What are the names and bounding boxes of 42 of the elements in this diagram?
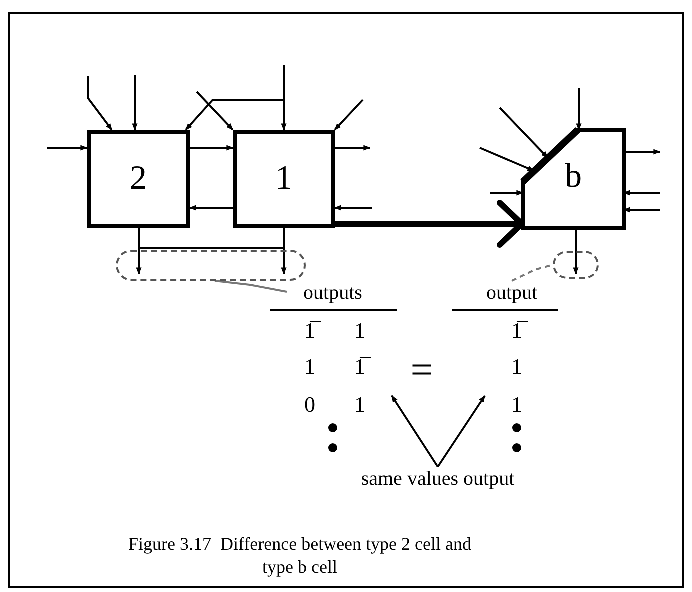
arrow [132,75,138,131]
arrow [185,99,284,131]
arrow [47,145,88,151]
arrow [136,228,142,275]
leader-line [214,280,288,293]
table-value: 1 [510,394,524,416]
arrow [391,395,439,468]
table-value: 1 [304,356,316,378]
cell-type: 2 [130,162,147,196]
arrow [576,88,582,131]
table-value: 1 [354,320,366,342]
arrow [335,145,371,151]
arrow [480,147,535,172]
table-value: 1̅ [295,320,325,342]
arrow [437,395,486,468]
table-value: 0 [304,394,316,416]
dashed-outline [116,250,306,281]
arrow [573,228,579,275]
arrow [189,205,233,211]
table-value: 1 [354,394,366,416]
cell-type: 1 [276,162,292,196]
annotation-text: outputs [287,281,379,305]
table-value: 1̅ [345,356,375,378]
arrow [334,205,372,211]
arrow [624,149,661,155]
dashed-outline [553,251,599,279]
cell-box [87,130,190,228]
arrow [499,107,549,159]
cell-type: b [565,160,582,194]
arrow [281,65,287,131]
arrow [87,76,113,131]
arrow [196,91,234,131]
table-value: 1 [510,356,524,378]
arrow [334,99,364,131]
figure-caption: Figure 3.17 Difference between type 2 cell and type b cell [127,533,473,578]
arrow [138,227,287,275]
table-value: 1̅ [502,320,532,342]
equals-sign: = [410,350,434,390]
annotation-text: same values output [322,467,554,491]
annotation-text: output [477,281,547,305]
cell-box [233,130,335,228]
arrow [190,145,234,151]
